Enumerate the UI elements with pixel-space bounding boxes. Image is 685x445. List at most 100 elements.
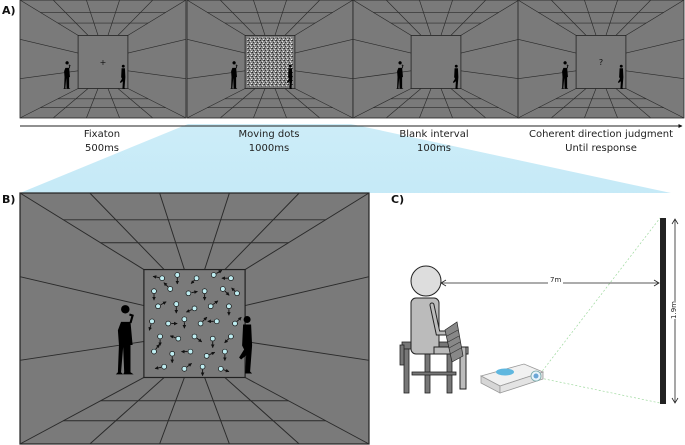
dot xyxy=(169,350,175,357)
center-symbol: ? xyxy=(599,58,603,67)
dot-motion-arrow xyxy=(163,282,169,288)
dot xyxy=(210,272,217,278)
room-perspective-large xyxy=(19,192,370,445)
dot xyxy=(209,335,216,342)
dot xyxy=(226,303,232,310)
stage-name: Fixaton xyxy=(83,129,121,140)
stage-name: Coherent direction judgment xyxy=(528,129,674,140)
back-wall xyxy=(575,35,627,89)
dot-motion-arrow xyxy=(209,351,216,356)
stage-duration: 500ms xyxy=(84,143,120,154)
stage-label-moving-dots: Moving dots 1000ms xyxy=(239,128,300,156)
dot-motion-arrow xyxy=(224,290,230,296)
dot xyxy=(181,316,188,322)
stage-label-blank: Blank interval 100ms xyxy=(399,128,468,156)
dot-motion-arrow xyxy=(223,368,230,373)
dot xyxy=(151,348,157,355)
distance-label: 7m xyxy=(548,276,564,284)
projector-beam-bottom xyxy=(539,377,661,404)
participant xyxy=(410,265,469,390)
experiment-setup xyxy=(399,217,679,404)
dot-motion-arrow xyxy=(155,344,160,350)
stage-duration: 1000ms xyxy=(248,143,290,154)
dot xyxy=(228,333,234,340)
dot-motion-arrow xyxy=(152,275,160,279)
stage-thumbnails: +? xyxy=(19,0,685,119)
dot xyxy=(218,366,224,372)
stage-thumbnail: + xyxy=(19,0,187,119)
person-silhouettes xyxy=(115,305,253,375)
moving-dots-field xyxy=(148,270,242,377)
stage-label-fixation: Fixaton 500ms xyxy=(84,128,120,156)
dot xyxy=(214,318,220,325)
stage-duration: 100ms xyxy=(416,143,452,154)
dot xyxy=(151,288,157,294)
dot xyxy=(174,272,181,278)
dot-motion-arrow xyxy=(154,366,162,370)
dot xyxy=(234,290,240,297)
dot xyxy=(155,303,161,310)
dot xyxy=(165,320,171,327)
dot-motion-arrow xyxy=(224,338,230,344)
dot xyxy=(187,348,194,355)
person-silhouettes xyxy=(230,61,293,89)
stage-name: Moving dots xyxy=(238,129,300,140)
stage-thumbnail xyxy=(186,0,354,119)
stage-name: Blank interval xyxy=(399,129,469,140)
dot xyxy=(222,348,228,355)
dot-motion-arrow xyxy=(169,335,176,339)
person-silhouettes xyxy=(396,61,459,89)
dot-motion-arrow xyxy=(186,363,192,368)
dot-motion-arrow xyxy=(196,337,203,343)
dot xyxy=(228,275,234,281)
dot-motion-arrow xyxy=(185,309,192,313)
dot xyxy=(191,333,198,340)
person-silhouettes xyxy=(561,61,624,89)
dot xyxy=(197,320,204,327)
dot xyxy=(193,275,200,281)
dot-motion-arrow xyxy=(160,301,167,306)
dot xyxy=(185,290,192,297)
dot xyxy=(203,353,210,359)
dot xyxy=(232,320,238,327)
panel-label-b: B) xyxy=(2,193,16,206)
dot-motion-arrow xyxy=(236,316,242,322)
dot xyxy=(199,363,206,370)
dot xyxy=(207,303,214,310)
person-silhouettes xyxy=(63,61,126,89)
dot-motion-arrow xyxy=(216,270,223,274)
stage-label-judgment: Coherent direction judgment Until respon… xyxy=(529,128,673,156)
dot-motion-arrow xyxy=(190,279,196,284)
stage-duration: Until response xyxy=(565,143,637,154)
projection-screen xyxy=(660,218,666,404)
screen-height-label: 1.9m xyxy=(669,301,678,319)
projector xyxy=(479,363,545,394)
dot xyxy=(220,286,226,292)
zoom-highlight xyxy=(20,124,671,193)
back-wall xyxy=(77,35,129,89)
dot xyxy=(161,363,167,370)
dot xyxy=(173,301,180,307)
back-wall xyxy=(143,268,246,379)
dot xyxy=(201,288,208,294)
dot xyxy=(191,305,198,312)
dot xyxy=(167,286,173,292)
dot-motion-arrow xyxy=(231,287,236,292)
dot xyxy=(175,335,182,342)
dot-noise xyxy=(247,37,293,87)
projector-beam-top xyxy=(539,217,661,375)
panel-label-a: A) xyxy=(2,4,16,17)
dot-motion-arrow xyxy=(202,316,208,322)
center-symbol: + xyxy=(100,58,107,67)
dot xyxy=(159,275,165,281)
stage-thumbnail: ? xyxy=(517,0,685,119)
dot xyxy=(181,366,188,372)
dot-motion-arrow xyxy=(148,324,152,331)
response-keyboard xyxy=(444,321,464,363)
dot xyxy=(149,318,155,325)
back-wall xyxy=(410,35,462,89)
stage-thumbnail xyxy=(352,0,520,119)
panel-label-c: C) xyxy=(391,193,405,206)
dot-motion-arrow xyxy=(191,290,198,294)
